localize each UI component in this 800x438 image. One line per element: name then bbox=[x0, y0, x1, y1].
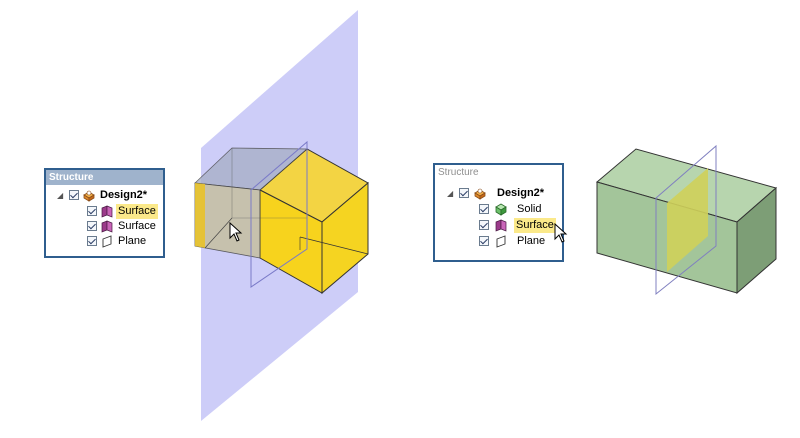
tree-label-plane: Plane bbox=[118, 235, 147, 247]
tree-row-surface[interactable]: Surface bbox=[435, 218, 562, 233]
surface-icon bbox=[495, 219, 507, 232]
tree-label-surface: Surface bbox=[118, 220, 156, 232]
visibility-checkbox[interactable] bbox=[87, 206, 97, 216]
structure-panel-right[interactable]: Structure ◢ Design2* Solid bbox=[433, 163, 564, 262]
surface-icon bbox=[101, 205, 113, 218]
expand-arrow-icon[interactable]: ◢ bbox=[57, 191, 64, 200]
tree-label-surface-selected: Surface bbox=[116, 204, 158, 219]
design-icon bbox=[83, 190, 95, 202]
panel-header: Structure bbox=[435, 165, 562, 180]
tree-label-plane: Plane bbox=[517, 235, 546, 247]
small-plane-outline-right[interactable] bbox=[655, 144, 717, 296]
visibility-checkbox[interactable] bbox=[479, 236, 489, 246]
small-plane-outline-left[interactable] bbox=[250, 140, 308, 288]
solid-icon bbox=[495, 203, 507, 216]
right-box-yellow-surface[interactable] bbox=[667, 168, 708, 272]
surface-icon bbox=[101, 220, 113, 233]
tree-label-surface-selected: Surface bbox=[514, 218, 556, 233]
structure-panel-left[interactable]: Structure ◢ Design2* Surface bbox=[44, 168, 165, 258]
visibility-checkbox[interactable] bbox=[87, 236, 97, 246]
right-box[interactable] bbox=[595, 144, 778, 296]
design-icon bbox=[474, 188, 486, 200]
tree-row-surface-2[interactable]: Surface bbox=[46, 219, 163, 234]
tree-label-solid: Solid bbox=[517, 203, 542, 215]
tree-row-root[interactable]: ◢ Design2* bbox=[435, 186, 562, 201]
left-box-yellow-strip[interactable] bbox=[195, 183, 205, 248]
tree-row-plane[interactable]: Plane bbox=[435, 234, 562, 249]
mouse-cursor-icon bbox=[229, 222, 243, 242]
tree-row-solid[interactable]: Solid bbox=[435, 202, 562, 217]
tree-label-root: Design2* bbox=[497, 187, 545, 199]
visibility-checkbox[interactable] bbox=[479, 220, 489, 230]
tree-row-plane[interactable]: Plane bbox=[46, 234, 163, 249]
expand-arrow-icon[interactable]: ◢ bbox=[447, 189, 454, 198]
right-box-side[interactable] bbox=[736, 186, 777, 295]
left-box[interactable] bbox=[194, 140, 369, 295]
panel-header: Structure bbox=[46, 170, 163, 185]
visibility-checkbox[interactable] bbox=[69, 190, 79, 200]
tree-row-root[interactable]: ◢ Design2* bbox=[46, 188, 163, 203]
tree-label-root: Design2* bbox=[100, 189, 148, 201]
plane-icon bbox=[496, 235, 506, 248]
visibility-checkbox[interactable] bbox=[459, 188, 469, 198]
tree-row-surface-1[interactable]: Surface bbox=[46, 204, 163, 219]
plane-icon bbox=[102, 235, 112, 248]
visibility-checkbox[interactable] bbox=[87, 221, 97, 231]
mouse-cursor-icon bbox=[554, 223, 568, 243]
visibility-checkbox[interactable] bbox=[479, 204, 489, 214]
